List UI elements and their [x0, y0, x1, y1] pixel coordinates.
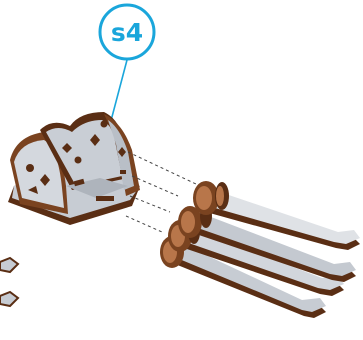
left-plate-hole [26, 164, 34, 172]
edge-parts [0, 258, 18, 306]
callout-label: s4 [111, 18, 143, 47]
edge-part-1 [0, 258, 18, 272]
callout-s4: s4 [100, 5, 154, 132]
front-slot [96, 196, 114, 201]
guide-line-4 [126, 216, 162, 232]
edge-part-2 [0, 292, 18, 306]
right-plate-slot [120, 170, 126, 174]
rear-panel-hole-2 [101, 121, 108, 128]
arm-parts [160, 181, 360, 318]
guide-line-3 [130, 196, 170, 212]
bracket-assembly [8, 112, 140, 225]
rear-panel-hole-1 [75, 157, 82, 164]
